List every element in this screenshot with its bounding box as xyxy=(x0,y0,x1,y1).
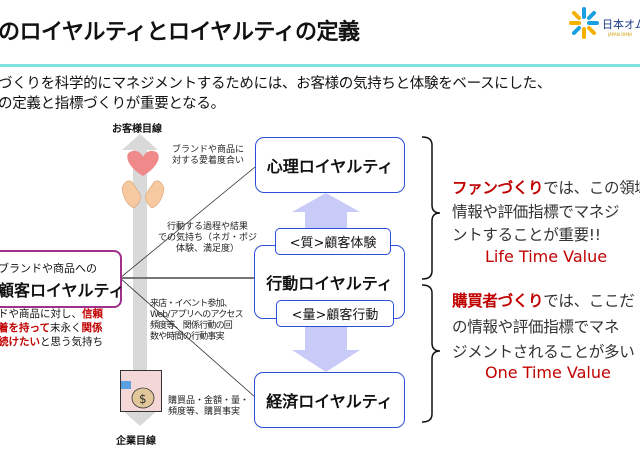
fan-line-3: ントすることが重要!! xyxy=(452,226,601,244)
logo-text: 日本オム xyxy=(602,18,640,31)
fan-line-1: ファンづくりでは、この領域 xyxy=(452,176,640,198)
customer-loyalty-description: ドや商品に対し、信頼 着を持って末永く関係 続けたいと思う気持ち xyxy=(0,307,103,349)
down-arrow xyxy=(292,326,360,372)
annotation-line: 数や時間の行動事実 xyxy=(150,332,225,342)
psychological-loyalty-box: 心理ロイヤルティ xyxy=(255,137,405,193)
quantity-behavior-tab: <量>顧客行動 xyxy=(276,300,394,327)
annotation-line: ブランドや商品に xyxy=(172,145,245,155)
svg-text:$: $ xyxy=(139,392,147,406)
line-to-economic xyxy=(119,277,256,398)
annotation-line: Web/アプリへのアクセス xyxy=(150,310,244,320)
desc-text: 末永く xyxy=(49,322,82,334)
desc-highlight: 続けたい xyxy=(0,336,40,348)
annotation-behavior: 来店・イベント参加、 Web/アプリへのアクセス 頻度等、関係行動の回 数や時間… xyxy=(150,299,244,343)
annotation-line: 体験、満足度） xyxy=(176,244,240,254)
brace-top xyxy=(421,136,441,280)
logo-burst-icon xyxy=(569,7,599,39)
desc-text: ドや商品に対し、 xyxy=(0,308,82,320)
life-time-value-label: Life Time Value xyxy=(485,247,608,266)
line-to-psychological xyxy=(119,166,256,279)
page-title: のロイヤルティとロイヤルティの定義 xyxy=(0,20,360,45)
fan-text: では、この領域 xyxy=(543,179,640,197)
up-arrow xyxy=(292,193,360,232)
buyer-line-2: の情報や評価指標でマネ xyxy=(452,318,620,336)
desc-highlight: 関係 xyxy=(81,322,103,334)
annotation-purchase: 購買品・金額・量・ 頻度等、購買事実 xyxy=(168,396,249,418)
customer-loyalty-caption: ブランドや商品への xyxy=(0,262,97,275)
annotation-line: 来店・イベント参加、 xyxy=(150,299,233,309)
fan-line-2: 情報や評価指標でマネジ xyxy=(452,203,620,221)
quality-experience-tab: <質>顧客体験 xyxy=(275,228,391,255)
customer-loyalty-title: 顧客ロイヤルティ xyxy=(0,281,125,300)
one-time-value-label: One Time Value xyxy=(485,363,611,382)
annotation-line: 頻度等、購買事実 xyxy=(168,407,241,417)
fan-highlight: ファンづくり xyxy=(452,179,544,197)
axis-top-label: お客様目線 xyxy=(112,124,162,135)
customer-loyalty-box: ブランドや商品への 顧客ロイヤルティ xyxy=(0,250,125,308)
subtitle-line-2: の定義と指標づくりが重要となる。 xyxy=(0,96,225,112)
annotation-line: 行動する過程や結果 xyxy=(167,222,249,232)
desc-highlight: 着を持って xyxy=(0,322,50,334)
heart-hands-icon xyxy=(118,148,168,210)
vertical-axis-arrow xyxy=(122,134,158,426)
title-divider xyxy=(0,64,640,67)
economic-loyalty-box: 経済ロイヤルティ xyxy=(254,372,405,428)
buyer-line-1: 購買者づくりでは、ここだ xyxy=(452,289,635,311)
subtitle-line-1: づくりを科学的にマネジメントするためには、お客様の気持ちと体験をベースにした、 xyxy=(0,76,552,92)
money-bag-icon: $ xyxy=(120,370,162,412)
annotation-line: 頻度等、関係行動の回 xyxy=(150,321,233,331)
annotation-experience: 行動する過程や結果 での気持ち（ネガ・ポジ 体験、満足度） xyxy=(158,222,257,255)
annotation-psychological: ブランドや商品に 対する愛着度合い xyxy=(172,145,244,167)
buyer-text: では、ここだ xyxy=(543,292,635,310)
annotation-line: での気持ち（ネガ・ポジ xyxy=(158,233,258,243)
company-logo: 日本オム JAPAN OMNI xyxy=(568,6,640,46)
buyer-line-3: ジメントされることが多い xyxy=(452,343,635,361)
axis-bottom-label: 企業目線 xyxy=(116,436,156,447)
desc-text: と思う気持ち xyxy=(40,336,103,348)
buyer-highlight: 購買者づくり xyxy=(452,292,544,310)
annotation-line: 対する愛着度合い xyxy=(172,156,245,166)
desc-highlight: 信頼 xyxy=(82,308,103,320)
annotation-line: 購買品・金額・量・ xyxy=(168,396,250,406)
brace-bottom xyxy=(421,284,441,423)
logo-subtext: JAPAN OMNI xyxy=(608,32,632,37)
